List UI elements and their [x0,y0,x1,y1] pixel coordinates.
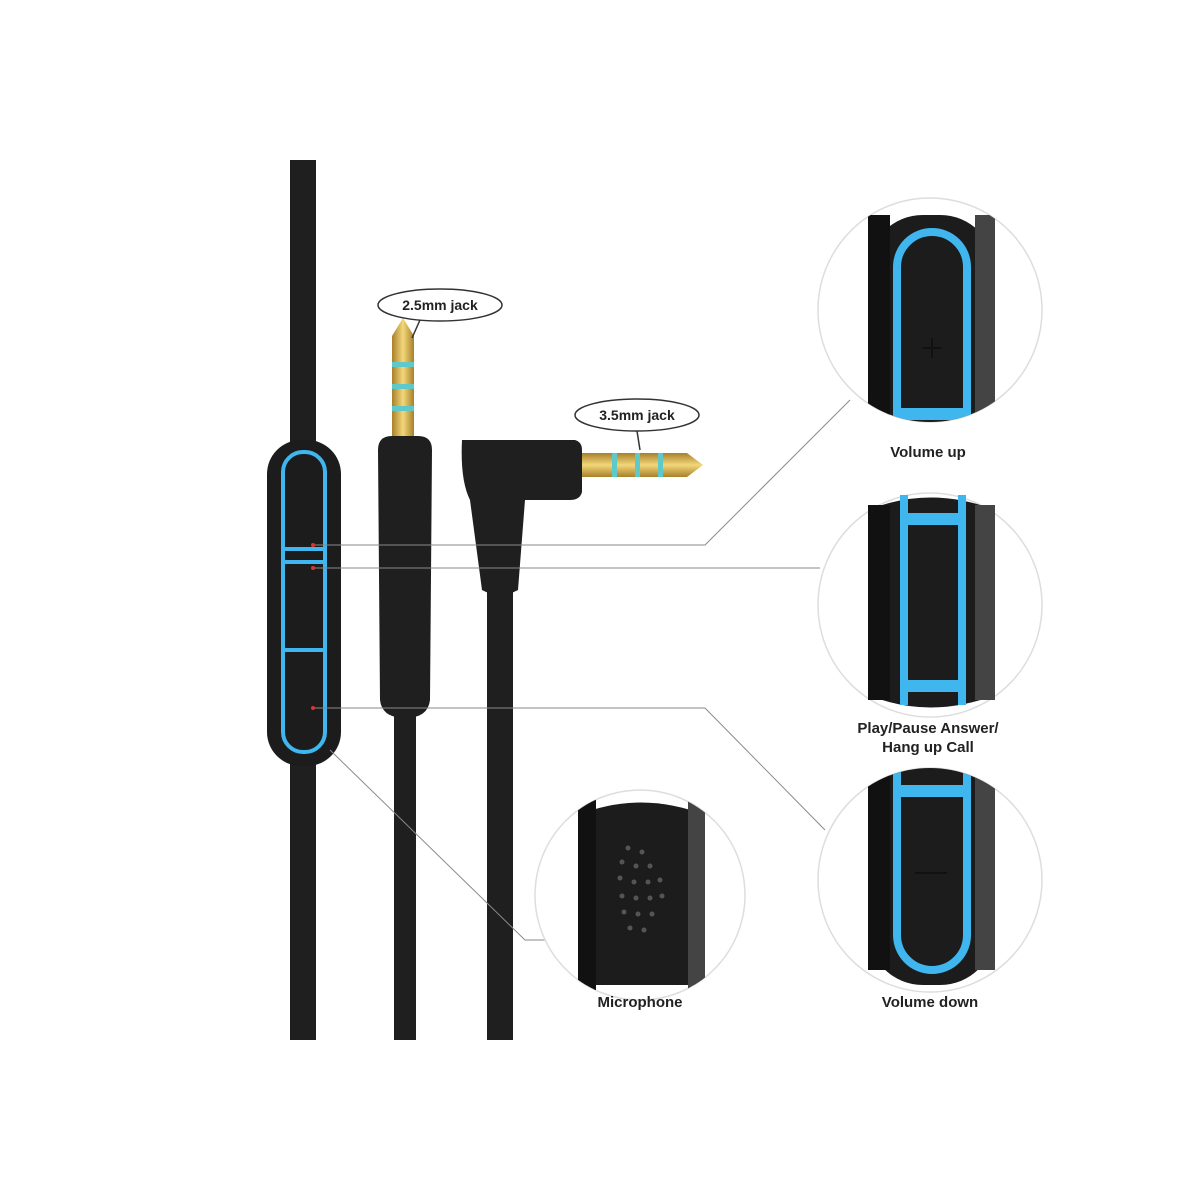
volume-down-inset: Volume down [817,767,1043,1011]
svg-text:Play/Pause Answer/: Play/Pause Answer/ [857,720,999,737]
svg-text:3.5mm jack: 3.5mm jack [599,407,675,423]
label-2-5mm-jack: 2.5mm jack [377,288,503,339]
svg-text:Microphone: Microphone [598,994,683,1011]
inline-remote [267,440,341,766]
callout-lines [315,399,851,941]
svg-text:Hang up Call: Hang up Call [882,739,974,756]
microphone-holes [617,845,665,933]
jack-2-5mm-cable [378,318,432,1040]
svg-text:Volume down: Volume down [882,994,978,1011]
svg-text:2.5mm jack: 2.5mm jack [402,297,478,313]
svg-text:Volume up: Volume up [890,444,966,461]
play-pause-inset: Play/Pause Answer/ Hang up Call [817,492,1043,756]
volume-up-inset: Volume up [817,197,1043,461]
label-3-5mm-jack: 3.5mm jack [574,398,700,451]
microphone-inset: Microphone [534,789,746,1011]
jack-3-5mm-plug [461,440,703,1040]
